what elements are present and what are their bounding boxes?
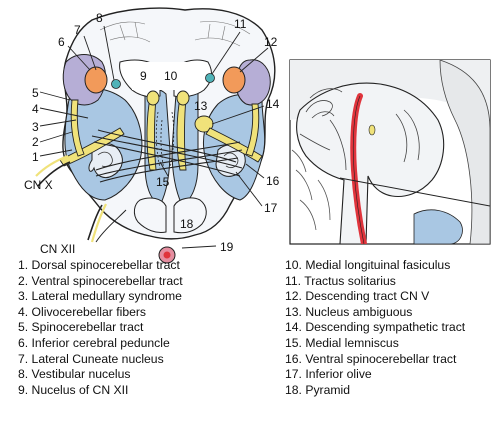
label-6: 6	[58, 35, 65, 49]
right-pyramid	[173, 197, 207, 234]
legend-left: 1. Dorsal spinocerebellar tract 2. Ventr…	[18, 258, 183, 398]
yellow-tracts	[59, 90, 263, 171]
legend-item: 4. Olivocerebellar fibers	[18, 304, 147, 319]
cn-x-root	[37, 161, 71, 187]
label-2: 2	[32, 135, 39, 149]
legend-item: 7. Lateral Cuneate nucleus	[18, 351, 164, 366]
left-teal-nucleus	[111, 79, 121, 89]
label-14: 14	[266, 97, 280, 111]
label-8: 8	[96, 11, 103, 25]
legend-item: 3. Lateral medullary syndrome	[18, 289, 182, 304]
legend-item: 11. Tractus solitarius	[285, 273, 396, 288]
label-5: 5	[32, 86, 39, 100]
legend-item: 8. Vestibular nucelus	[18, 367, 131, 382]
label-10: 10	[164, 69, 178, 83]
sagittal-inset	[289, 59, 491, 245]
legend-item: 10. Medial longituinal fasiculus	[285, 258, 451, 272]
label-cn-xii: CN XII	[40, 242, 75, 256]
section-line	[339, 177, 490, 207]
legend-item: 15. Medial lemniscus	[285, 335, 399, 350]
legend-item: 16. Ventral spinocerebellar tract	[285, 351, 457, 366]
label-11: 11	[234, 17, 247, 31]
crossing-fibers	[91, 129, 243, 183]
legend-item: 1. Dorsal spinocerebellar tract	[18, 258, 180, 272]
legend-item: 18. Pyramid	[285, 382, 351, 397]
midline-box	[132, 62, 192, 90]
brainstem-shape	[296, 82, 445, 244]
right-purple-region	[235, 59, 271, 106]
label-19: 19	[220, 240, 234, 254]
legend-item: 5. Spinocerebellar tract	[18, 320, 144, 335]
label-cn-x: CN X	[24, 178, 53, 192]
right-teal-nucleus	[205, 73, 215, 83]
legend-right: 10. Medial longituinal fasiculus 11. Tra…	[285, 258, 465, 398]
legend-item: 9. Nucelus of CN XII	[18, 382, 129, 397]
legend-item: 12. Descending tract CN V	[285, 289, 430, 304]
region-labels: 1 2 3 4 5 6 7 8 9 10 11 12 13 14 15 16 1…	[24, 11, 280, 256]
legend-item: 2. Ventral spinocerebellar tract	[18, 273, 183, 288]
label-12: 12	[264, 35, 278, 49]
label-16: 16	[266, 174, 280, 188]
medial-lemniscus-dashes	[155, 111, 175, 171]
label-18: 18	[180, 217, 194, 231]
legend-item: 17. Inferior olive	[285, 367, 372, 382]
leader-lines	[39, 25, 269, 249]
right-orange-nucleus	[222, 66, 246, 94]
cn-xii-root	[87, 204, 103, 241]
label-15: 15	[156, 175, 170, 189]
label-9: 9	[140, 69, 147, 83]
label-1: 1	[32, 150, 39, 164]
left-pyramid	[133, 197, 167, 233]
surface-sketch	[99, 21, 251, 47]
label-17: 17	[264, 201, 278, 215]
label-4: 4	[32, 102, 39, 116]
left-orange-nucleus	[84, 66, 108, 94]
legend-item: 14. Descending sympathetic tract	[285, 320, 466, 335]
label-3: 3	[32, 120, 39, 134]
legend-item: 13. Nucleus ambiguous	[285, 304, 413, 319]
medulla-section	[35, 7, 276, 264]
label-7: 7	[74, 23, 81, 37]
legend-item: 6. Inferior cerebral peduncle	[18, 335, 170, 350]
label-13: 13	[194, 99, 208, 113]
